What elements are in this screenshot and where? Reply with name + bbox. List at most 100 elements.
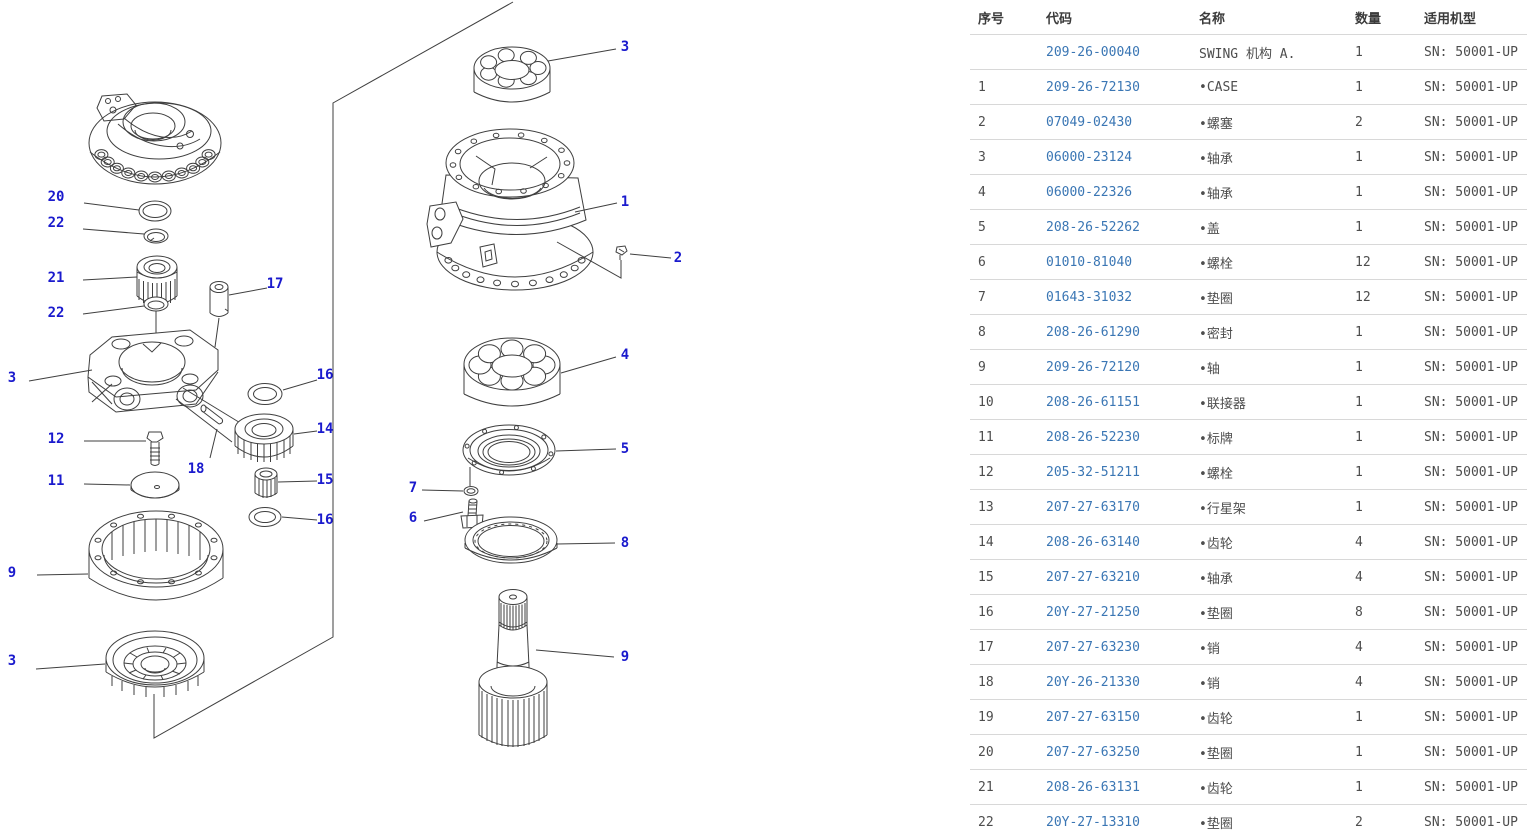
callout-label-1[interactable]: 1 <box>621 194 629 210</box>
row-no: 5 <box>978 219 986 235</box>
part-name: •螺栓 <box>1199 256 1233 272</box>
part-qty: 1 <box>1355 184 1363 200</box>
part-model: SN: 50001-UP <box>1424 814 1518 830</box>
drawing-shape <box>556 241 622 279</box>
drawing-shape <box>455 174 463 181</box>
row-no: 9 <box>978 359 986 375</box>
part-code-link[interactable]: 20Y-27-21250 <box>1046 604 1140 620</box>
callout-label-22[interactable]: 22 <box>48 305 65 321</box>
callout-label-17[interactable]: 17 <box>267 276 284 292</box>
drawing-shape <box>447 210 581 226</box>
part-code-link[interactable]: 01010-81040 <box>1046 254 1133 270</box>
row-no: 10 <box>978 394 994 410</box>
drawing-shape <box>182 387 243 425</box>
drawing-shape <box>498 589 528 605</box>
drawing-shape <box>28 369 93 382</box>
drawing-shape <box>146 431 164 443</box>
callout-label-21[interactable]: 21 <box>48 270 65 286</box>
part-code-link[interactable]: 208-26-63140 <box>1046 534 1140 550</box>
callout-label-15[interactable]: 15 <box>317 472 334 488</box>
drawing-shape <box>214 317 220 348</box>
part-code-link[interactable]: 205-32-51211 <box>1046 464 1140 480</box>
drawing-shape <box>464 547 558 561</box>
drawing-shape <box>475 155 496 186</box>
callout-label-9[interactable]: 9 <box>621 649 629 665</box>
part-code-link[interactable]: 207-27-63170 <box>1046 499 1140 515</box>
callout-label-9[interactable]: 9 <box>8 565 16 581</box>
part-code-link[interactable]: 207-27-63250 <box>1046 744 1140 760</box>
drawing-shape <box>148 171 162 183</box>
drawing-shape <box>463 393 561 407</box>
callout-label-22[interactable]: 22 <box>48 215 65 231</box>
part-code-link[interactable]: 207-27-63210 <box>1046 569 1140 585</box>
part-code-link[interactable]: 208-26-52262 <box>1046 219 1140 235</box>
part-name: •密封 <box>1199 326 1233 342</box>
part-code-link[interactable]: 209-26-72120 <box>1046 359 1140 375</box>
part-code-link[interactable]: 06000-23124 <box>1046 149 1133 165</box>
callout-label-16[interactable]: 16 <box>317 512 334 528</box>
callout-label-3[interactable]: 3 <box>8 370 16 386</box>
part-code-link[interactable]: 06000-22326 <box>1046 184 1133 200</box>
drawing-shape <box>82 228 145 235</box>
part-code-link[interactable]: 207-27-63150 <box>1046 709 1140 725</box>
part-code-link[interactable]: 20Y-26-21330 <box>1046 674 1140 690</box>
drawing-shape <box>498 621 528 628</box>
callout-label-3[interactable]: 3 <box>8 653 16 669</box>
part-name: •螺塞 <box>1199 116 1233 132</box>
callout-label-20[interactable]: 20 <box>48 189 65 205</box>
callout-label-12[interactable]: 12 <box>48 431 65 447</box>
col-header-code: 代码 <box>1046 11 1073 27</box>
callout-label-14[interactable]: 14 <box>317 421 334 437</box>
part-name: •销 <box>1199 676 1220 692</box>
part-model: SN: 50001-UP <box>1424 184 1518 200</box>
row-no: 15 <box>978 569 994 585</box>
drawing-shape <box>201 410 220 425</box>
callout-label-2[interactable]: 2 <box>674 250 682 266</box>
part-code-link[interactable]: 207-27-63230 <box>1046 639 1140 655</box>
part-name: •行星架 <box>1199 501 1246 517</box>
part-code-link[interactable]: 07049-02430 <box>1046 114 1133 130</box>
part-code-link[interactable]: 01643-31032 <box>1046 289 1133 305</box>
drawing-shape <box>563 160 571 166</box>
part-code-link[interactable]: 209-26-72130 <box>1046 79 1140 95</box>
part-code-link[interactable]: 208-26-61151 <box>1046 394 1140 410</box>
callout-label-8[interactable]: 8 <box>621 535 629 551</box>
callout-label-6[interactable]: 6 <box>409 510 417 526</box>
drawing-shape <box>542 182 549 189</box>
part-code-link[interactable]: 208-26-63131 <box>1046 779 1140 795</box>
callout-label-4[interactable]: 4 <box>621 347 629 363</box>
drawing-shape <box>172 652 181 658</box>
drawing-shape <box>555 448 617 452</box>
drawing-shape <box>136 271 178 279</box>
callout-label-18[interactable]: 18 <box>188 461 205 477</box>
part-code-link[interactable]: 20Y-27-13310 <box>1046 814 1140 830</box>
drawing-shape <box>89 151 221 178</box>
callout-label-3[interactable]: 3 <box>621 39 629 55</box>
callout-label-16[interactable]: 16 <box>317 367 334 383</box>
drawing-shape <box>111 338 131 350</box>
part-model: SN: 50001-UP <box>1424 639 1518 655</box>
callout-label-5[interactable]: 5 <box>621 441 629 457</box>
part-plate-11 <box>130 471 180 499</box>
drawing-shape <box>244 418 284 440</box>
drawing-shape <box>142 342 162 353</box>
part-code-link[interactable]: 209-26-00040 <box>1046 44 1140 60</box>
drawing-shape <box>174 167 189 179</box>
drawing-shape <box>104 375 122 387</box>
part-code-link[interactable]: 208-26-52230 <box>1046 429 1140 445</box>
drawing-shape <box>147 300 165 310</box>
part-model: SN: 50001-UP <box>1424 44 1518 60</box>
callout-label-11[interactable]: 11 <box>48 473 65 489</box>
drawing-shape <box>541 434 547 440</box>
callout-label-7[interactable]: 7 <box>409 480 417 496</box>
drawing-shape <box>176 384 204 408</box>
part-name: •垫圈 <box>1199 746 1233 762</box>
row-no: 18 <box>978 674 994 690</box>
part-model: SN: 50001-UP <box>1424 534 1518 550</box>
part-code-link[interactable]: 208-26-61290 <box>1046 324 1140 340</box>
